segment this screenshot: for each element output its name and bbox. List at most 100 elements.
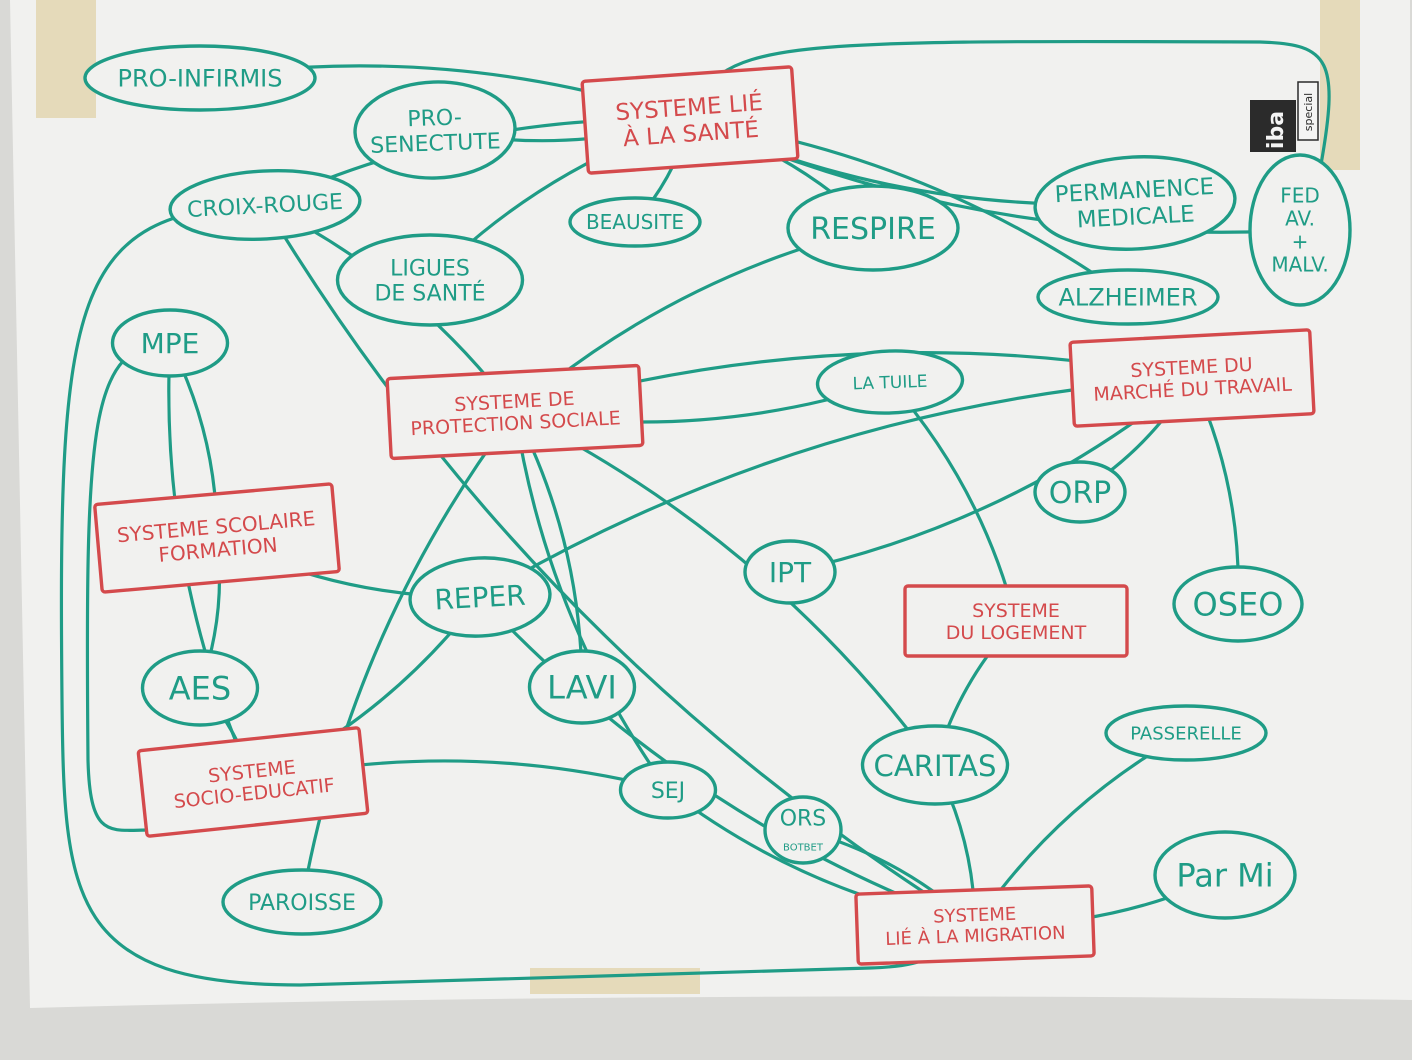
node-label-line: + [1292,230,1309,254]
iba-logo-tag-box [1297,81,1319,141]
node-label-line: LIGUES [390,256,470,281]
node-label-line: BEAUSITE [586,210,684,234]
node-label-line: ORS [780,806,827,831]
organisation-node-lavi: LAVI [527,649,637,725]
system-box-outline [854,884,1096,966]
node-label-line: MPE [141,327,200,360]
node-label-line: PAROISSE [248,891,356,916]
organisation-node-orp: ORP [1033,460,1127,524]
organisation-node-alzheimer: ALZHEIMER [1036,268,1220,326]
node-ellipse [815,349,965,415]
node-ellipse [353,80,517,180]
system-box-outline [580,65,800,175]
node-label-line: Par Mi [1176,857,1273,895]
node-label-line: ALZHEIMER [1058,284,1197,312]
node-label-line: OSEO [1193,586,1284,624]
node-label-line: DU LOGEMENT [946,622,1087,644]
organisation-node-paroisse: PAROISSE [221,868,383,936]
node-label-line: ORP [1049,476,1112,511]
organisation-node-respire: RESPIRE [786,184,960,272]
iba-logo: iba special [1250,81,1319,152]
node-label-line: MEDICALE [1076,201,1195,233]
node-ellipse [110,308,230,378]
node-label-line: PRO- [407,105,462,132]
node-ellipse [408,556,552,638]
system-box-outline [136,726,370,838]
organisation-node-ors: ORS BOTBET [763,795,843,865]
node-ellipse [83,44,317,112]
organisation-node-pro-infirmis: PRO-INFIRMIS [83,44,317,112]
node-label-line: SYSTEME [933,904,1017,928]
connector-protection-sej [513,410,670,792]
node-label-line: SYSTEME [972,600,1060,622]
node-label-line: SENECTUTE [370,129,501,159]
tape-top-right [1320,0,1360,170]
node-label-line: PRO-INFIRMIS [118,65,283,93]
node-ellipse [1248,153,1352,307]
node-label-line: MALV. [1271,253,1328,277]
organisation-node-croix-rouge: CROIX-ROUGE [168,168,362,242]
node-ellipse [618,760,718,820]
organisation-node-ipt: IPT [743,539,837,605]
node-label-line: RESPIRE [810,212,936,247]
connector-loop-1 [59,203,935,987]
node-label-line: REPER [434,579,527,617]
node-ellipse [1153,830,1297,920]
iba-logo-tag: special [1302,93,1315,131]
organisation-node-sej: SEJ [618,760,718,820]
node-ellipse [1036,268,1220,326]
organisation-node-aes: AES [140,649,260,727]
node-label-line: AV. [1285,207,1315,231]
node-label-line: LAVI [547,669,617,707]
tape-top-left [36,0,96,118]
organisation-node-mpe: MPE [110,308,230,378]
node-ellipse [1104,704,1268,762]
organisation-node-pro-senectute: PRO-SENECTUTE [353,80,517,180]
node-ellipse [1033,155,1237,251]
node-ellipse [221,868,383,936]
node-ellipse [743,539,837,605]
node-label-line: CARITAS [874,749,997,783]
organisation-node-la-tuile: LA TUILE [815,349,965,415]
node-label-line: PASSERELLE [1130,723,1242,744]
node-label-line: IPT [769,556,812,589]
system-box-outline [903,584,1129,658]
node-label-line: BOTBET [783,843,824,854]
system-box-outline [93,482,341,594]
node-label-line: SEJ [651,779,685,804]
node-ellipse [763,795,843,865]
node-ellipse [786,184,960,272]
node-ellipse [568,196,702,248]
organisation-node-beausite: BEAUSITE [568,196,702,248]
organisation-node-reper: REPER [408,556,552,638]
system-box-outline [1068,328,1316,428]
organisation-node-parmi: Par Mi [1153,830,1297,920]
node-ellipse [527,649,637,725]
system-box-outline [385,363,645,461]
node-ellipse [168,168,362,242]
node-label-line: FED [1280,184,1320,208]
tape-bottom [530,968,700,994]
iba-logo-brand: iba [1264,111,1289,149]
node-ellipse [1172,565,1304,643]
node-label-line: DE SANTÉ [374,281,485,307]
iba-logo-box [1250,100,1296,152]
connector-protection-paroisse [300,410,517,904]
organisation-node-oseo: OSEO [1172,565,1304,643]
node-ellipse [335,233,525,327]
node-label-line: LA TUILE [852,372,928,395]
node-ellipse [1033,460,1127,524]
node-label-line: AES [169,670,231,708]
